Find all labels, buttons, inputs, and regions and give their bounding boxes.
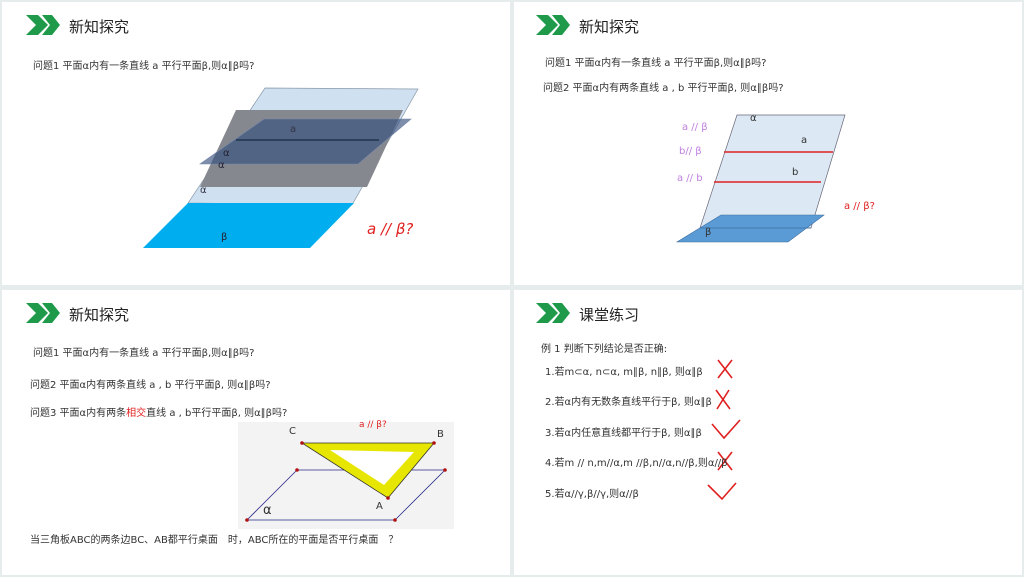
label-a-par-b: a // b xyxy=(677,173,703,184)
label-b: b xyxy=(792,167,799,178)
label-beta: β xyxy=(221,232,228,243)
plane-alpha-dark xyxy=(199,118,412,165)
label-a: A xyxy=(376,501,383,512)
chevron-icon xyxy=(536,303,570,323)
slide-3: 新知探究 问题1 平面α内有一条直线 a 平行平面β,则α∥β吗? 问题2 平面… xyxy=(2,290,510,575)
slide-4: 课堂练习 例 1 判断下列结论是否正确: 1.若m⊂α, n⊂α, m∥β, n… xyxy=(514,290,1022,575)
question-3: 问题3 平面α内有两条相交直线 a , b平行平面β, 则α∥β吗? xyxy=(30,408,288,419)
wrong-icon xyxy=(715,389,731,410)
label-alpha: α xyxy=(223,148,230,159)
list-item: 3.若α内任意直线都平行于β, 则α∥β xyxy=(545,428,702,439)
question-label: a // β? xyxy=(844,201,875,212)
plane-alpha xyxy=(699,114,846,229)
label-alpha: α xyxy=(263,503,272,518)
question-1: 问题1 平面α内有一条直线 a 平行平面β,则α∥β吗? xyxy=(33,348,255,359)
wrong-icon xyxy=(717,451,733,471)
chevron-icon xyxy=(26,303,60,323)
right-icon xyxy=(707,482,737,501)
plane-beta xyxy=(143,203,354,248)
example-heading: 例 1 判断下列结论是否正确: xyxy=(541,344,668,355)
label-a: a xyxy=(801,135,808,146)
triangle-diagram xyxy=(26,303,454,529)
marks xyxy=(536,303,741,501)
list-item: 5.若α//γ,β//γ,则α//β xyxy=(545,489,639,500)
chevron-icon xyxy=(536,15,570,35)
list-item: 2.若α内有无数条直线平行于β, 则α∥β xyxy=(545,397,712,408)
wrong-icon xyxy=(717,359,733,379)
highlight-intersecting: 相交 xyxy=(126,408,147,419)
label-alpha: α xyxy=(200,185,207,196)
slide-1: 新知探究 问题1 平面α内有一条直线 a 平行平面β,则α∥β吗? a α α … xyxy=(2,2,510,285)
list-item: 4.若m // n,m//α,m //β,n//α,n//β,则α//β xyxy=(545,458,728,469)
plane-diagram xyxy=(26,15,419,248)
slide-title: 新知探究 xyxy=(69,18,130,36)
plane-diagram xyxy=(536,15,846,243)
right-icon xyxy=(711,419,741,440)
label-beta: β xyxy=(705,227,712,238)
slide-title: 新知探究 xyxy=(579,18,640,36)
question-label: a // β? xyxy=(367,220,414,238)
label-c: C xyxy=(289,426,296,437)
label-alpha: α xyxy=(218,160,225,171)
question-2: 问题2 平面α内有两条直线 a , b 平行平面β, 则α∥β吗? xyxy=(30,380,271,391)
chevron-icon xyxy=(26,15,60,35)
list-item: 1.若m⊂α, n⊂α, m∥β, n∥β, 则α∥β xyxy=(545,367,703,378)
question-2: 问题2 平面α内有两条直线 a , b 平行平面β, 则α∥β吗? xyxy=(543,83,784,94)
question-1: 问题1 平面α内有一条直线 a 平行平面β,则α∥β吗? xyxy=(545,58,767,69)
slide-title: 新知探究 xyxy=(69,306,130,324)
label-alpha: α xyxy=(750,113,757,124)
slide-title: 课堂练习 xyxy=(579,306,640,324)
label-b-par-beta: b// β xyxy=(679,146,702,157)
caption: 当三角板ABC的两条边BC、AB都平行桌面 时，ABC所在的平面是否平行桌面 ？ xyxy=(30,535,399,546)
slide-2: 新知探究 问题1 平面α内有一条直线 a 平行平面β,则α∥β吗? 问题2 平面… xyxy=(514,2,1022,285)
question-label: a // β? xyxy=(359,420,387,430)
label-a-par-beta: a // β xyxy=(682,122,708,133)
plane-beta xyxy=(675,214,825,243)
question-1: 问题1 平面α内有一条直线 a 平行平面β,则α∥β吗? xyxy=(33,61,255,72)
label-a: a xyxy=(290,124,297,135)
label-b: B xyxy=(437,429,444,440)
